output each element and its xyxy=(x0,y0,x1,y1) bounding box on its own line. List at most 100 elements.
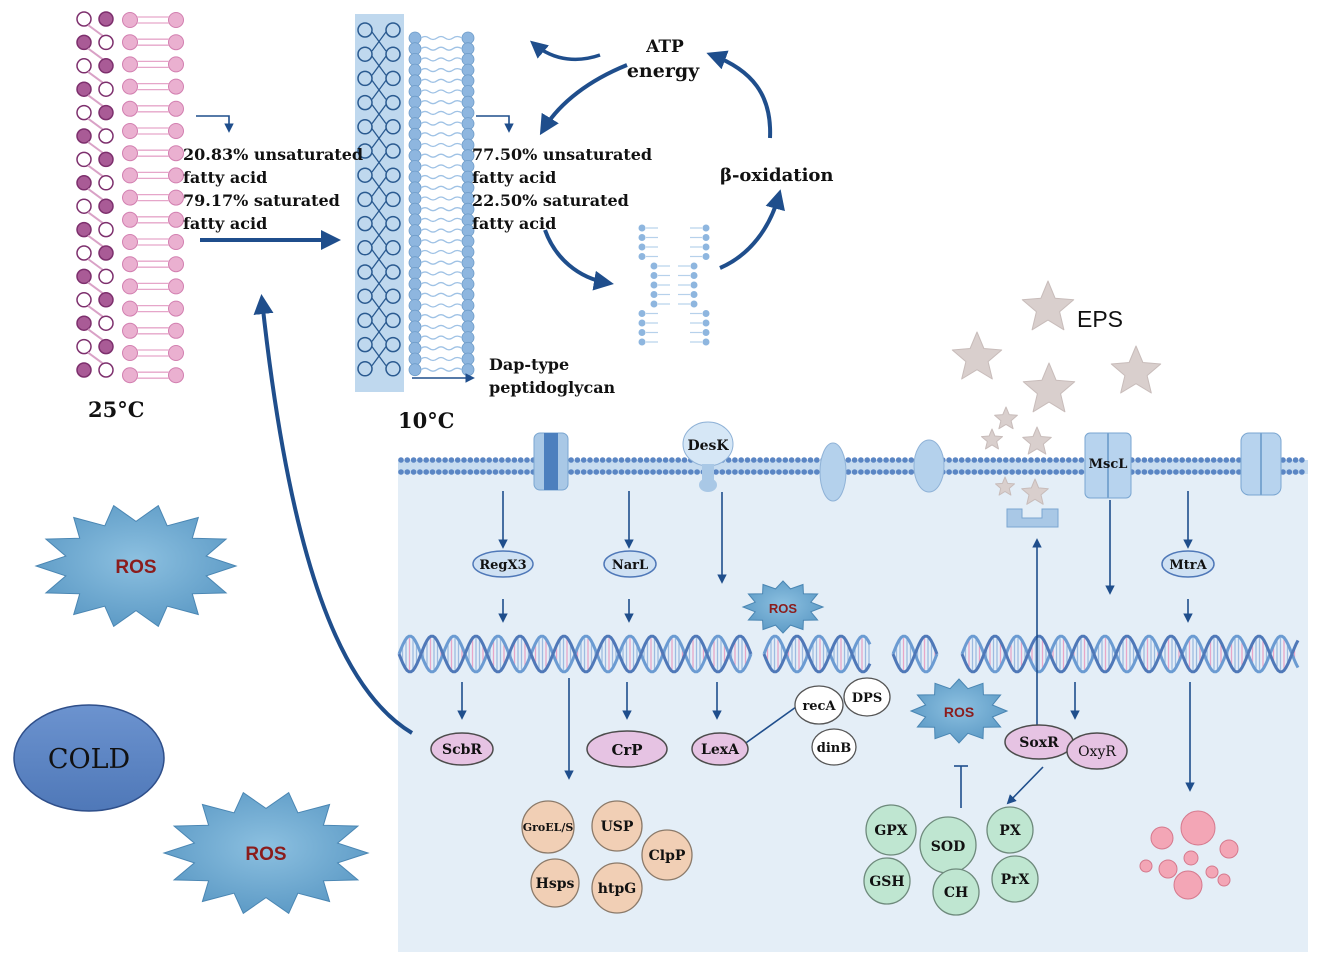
lipid-head xyxy=(408,288,422,302)
peptidoglycan-link xyxy=(371,104,387,124)
lipid-head xyxy=(1028,457,1034,463)
granule xyxy=(1219,839,1239,859)
lipid-head xyxy=(76,268,92,285)
lipid-head xyxy=(643,469,650,475)
lipid-head xyxy=(631,469,637,475)
peptidoglycan-ring xyxy=(357,215,373,232)
composition-25c-line: 20.83% unsaturated xyxy=(183,145,363,164)
lipid-head xyxy=(1147,457,1154,463)
lipid-head xyxy=(408,74,422,88)
lipid-head xyxy=(952,457,959,463)
lipid-head xyxy=(429,469,436,475)
lipid-tail xyxy=(420,174,463,180)
lipid-head xyxy=(398,457,404,463)
lipid-head xyxy=(98,11,114,27)
gsh-enzyme xyxy=(863,857,911,905)
lipid-head xyxy=(1015,469,1022,475)
lipid-head xyxy=(98,34,114,51)
lipid-head xyxy=(98,58,114,74)
lipid-tail xyxy=(420,324,463,330)
lipid-head xyxy=(1299,457,1305,463)
granule xyxy=(1183,850,1199,866)
scbr-label: ScbR xyxy=(442,742,482,758)
lipid-head xyxy=(971,469,978,475)
lipid-head xyxy=(870,469,877,475)
vesicle-lipid xyxy=(638,224,646,232)
lipid-head xyxy=(122,56,138,73)
lipid-head xyxy=(1185,457,1192,463)
lipid-head xyxy=(1179,457,1185,463)
lipid-head xyxy=(637,457,644,463)
lipid-head xyxy=(461,53,475,66)
sod-label: SOD xyxy=(931,839,965,855)
lipid-head xyxy=(675,457,681,463)
lipid-head xyxy=(725,469,732,475)
lipid-head xyxy=(76,245,92,261)
lipid-head xyxy=(618,457,625,463)
lipid-head xyxy=(1160,457,1167,463)
lexa-label: LexA xyxy=(701,742,740,758)
lipid-head xyxy=(637,469,644,475)
lipid-head xyxy=(996,469,1003,475)
lipid-head xyxy=(473,457,480,463)
lipid-head xyxy=(76,128,92,144)
beta-oxidation-label: β-oxidation xyxy=(720,165,834,186)
lipid-head xyxy=(908,457,915,463)
lipid-head xyxy=(408,95,422,109)
lipid-head xyxy=(408,320,422,334)
lipid-head xyxy=(461,85,475,98)
lipid-head xyxy=(408,341,422,355)
lipid-tail xyxy=(420,121,463,126)
lipid-head xyxy=(757,457,763,463)
peptidoglycan-link xyxy=(371,152,387,173)
lipid-head xyxy=(461,266,475,280)
lipid-head xyxy=(76,362,92,378)
hsps-label: Hsps xyxy=(536,876,575,892)
lipid-head xyxy=(408,256,422,270)
lipid-head xyxy=(442,457,448,463)
lipid-head xyxy=(757,469,763,475)
inhibition-line-lexa xyxy=(742,706,797,746)
peptidoglycan-link xyxy=(371,176,387,197)
granule xyxy=(1217,873,1231,887)
lipid-head xyxy=(1021,469,1028,475)
lipid-head xyxy=(461,331,475,345)
vesicle-lipid xyxy=(638,253,646,260)
vesicle-lipid xyxy=(702,253,710,260)
ros-bursts xyxy=(34,504,1009,915)
reca-protein xyxy=(794,685,844,725)
peptidoglycan-ring xyxy=(357,22,373,38)
arrow-soxr-to-antioxidants xyxy=(1006,766,1044,805)
lipid-head xyxy=(574,469,581,475)
lipid-head xyxy=(98,362,114,378)
channel-3 xyxy=(913,439,945,493)
lipid-head xyxy=(1040,469,1047,475)
lipid-head xyxy=(984,457,990,463)
lipid-head xyxy=(568,457,574,463)
lipid-head xyxy=(1021,457,1028,463)
lipid-head xyxy=(1015,457,1022,463)
lipid-tail xyxy=(420,35,463,41)
peptidoglycan-ring xyxy=(357,336,373,353)
lipid-head xyxy=(895,457,902,463)
peptidoglycan-ring xyxy=(385,94,401,111)
lipid-head xyxy=(788,457,795,463)
lipid-head xyxy=(662,469,669,475)
lipid-head xyxy=(877,457,883,463)
lipid-tail xyxy=(420,228,463,233)
lipid-head xyxy=(776,457,782,463)
eps-star-small xyxy=(995,476,1015,496)
lipid-head xyxy=(404,457,411,463)
peptidoglycan-ring xyxy=(385,22,401,38)
lipid-head xyxy=(480,457,486,463)
lipid-head xyxy=(738,469,744,475)
lipid-head xyxy=(454,457,461,463)
lipid-head xyxy=(1236,469,1242,475)
composition-10c-line: fatty acid xyxy=(472,214,556,233)
htpg-protein xyxy=(591,862,643,914)
lipid-head xyxy=(408,31,422,45)
lipid-head xyxy=(408,149,422,163)
lipid-head xyxy=(593,457,600,463)
dna-helix xyxy=(960,634,1300,674)
lipid-head xyxy=(1236,457,1242,463)
